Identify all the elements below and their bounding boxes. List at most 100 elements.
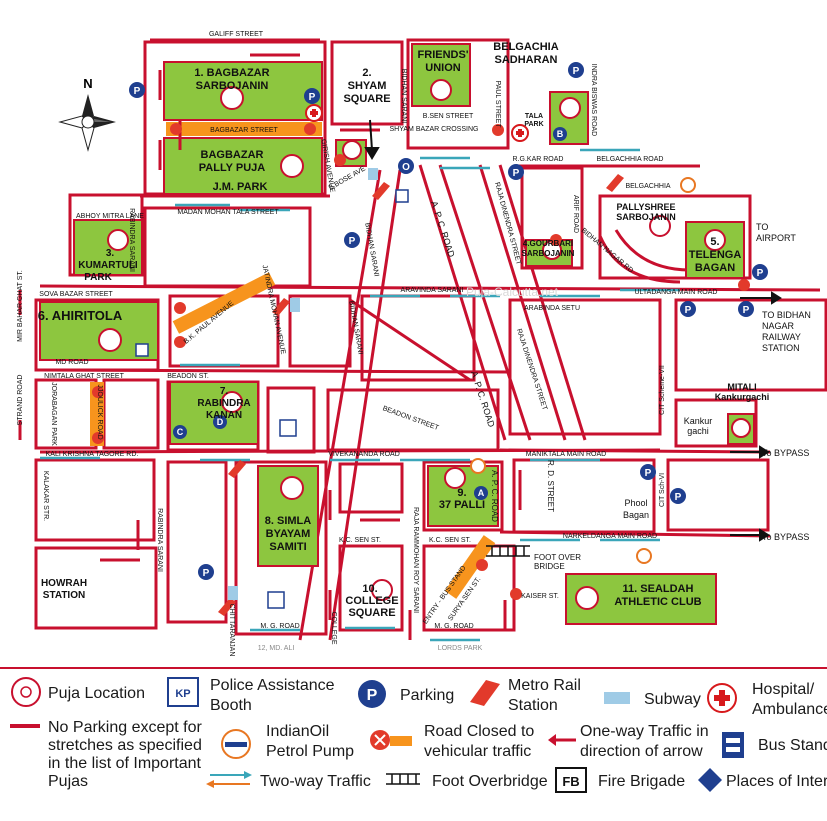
- puja-icon-simla: [280, 476, 304, 500]
- kankurgachi-line2: gachi: [687, 426, 709, 436]
- street-belgachhia: BELGACHHIA: [625, 183, 670, 190]
- puja-icon-sealdah: [575, 586, 599, 610]
- tala-park-line2: PARK: [524, 121, 543, 128]
- puja-4-line2: SARBOJANIN: [522, 249, 575, 258]
- puja-3-line1: 3.: [106, 248, 115, 259]
- puja-10-line2: COLLEGE: [345, 595, 398, 607]
- foot-over-line2: BRIDGE: [534, 562, 565, 571]
- street-abhoy-mitra: ABHOY MITRA LANE: [76, 213, 144, 220]
- street-cit-6: CIT Sch-VI: [659, 473, 666, 507]
- legend-label-hospital-1: Hospital/: [752, 681, 815, 698]
- mitali-line2: Kankurgachi: [715, 392, 770, 402]
- phool-bagan-line1: Phool: [624, 498, 647, 508]
- shyambazar-crossing: SHYAM BAZAR CROSSING: [390, 126, 479, 133]
- puja-7-line1: 7.: [220, 386, 229, 397]
- legend-label-subway: Subway: [644, 691, 701, 708]
- compass-north: N: [83, 76, 92, 91]
- howrah-line2: STATION: [43, 590, 85, 601]
- fb-badge: FB: [562, 774, 579, 789]
- street-arabinda-setu: ARABINDA SETU: [524, 305, 580, 312]
- puja-8-line2: BYAYAM: [266, 528, 311, 540]
- legend-places: Places of Interest: [698, 768, 827, 792]
- parking-label: P: [309, 92, 316, 103]
- legend-label-oneway-2: direction of arrow: [580, 743, 703, 760]
- legend-label-police-2: Booth: [210, 697, 252, 714]
- puja-5-line1: 5.: [710, 236, 719, 248]
- street-md-ali: 12, MD. ALI: [258, 645, 295, 652]
- parking-label: P: [573, 66, 580, 77]
- street-chittaranjan: CHITTARANJAN: [228, 604, 235, 657]
- puja-1-line2: SARBOJANIN: [196, 80, 269, 92]
- metro-markers: [218, 174, 624, 616]
- street-strand: STRAND ROAD: [17, 375, 24, 426]
- puja-2-line3: SQUARE: [343, 93, 390, 105]
- street-cit-7: CIT Scheme-VII: [659, 365, 666, 415]
- street-manikatala: MANIKTALA MAIN ROAD: [526, 451, 606, 458]
- two-way-arrows: [40, 148, 680, 642]
- street-raja-rammohan: RAJA RAMMOHAN ROY SARANI: [412, 507, 419, 613]
- puja-icon-kumartuli: [107, 229, 129, 251]
- to-bidhan-line3: RAILWAY: [762, 332, 801, 342]
- street-college: COLLEGE: [330, 611, 337, 644]
- puja-4-line1: 4.GOURBARI: [523, 239, 573, 248]
- street-narkeldanga: NARKELDANGA MAIN ROAD: [563, 533, 657, 540]
- puja-icon-telenga: [704, 229, 726, 251]
- puja-3-line3: PARK: [84, 272, 112, 283]
- legend-label-closed-1: Road Closed to: [424, 723, 534, 740]
- legend-hospital: Hospital/ Ambulance: [707, 681, 827, 718]
- foot-over-line1: FOOT OVER: [534, 553, 581, 562]
- street-mir-bahar: MIR BAHAR GHAT ST.: [17, 270, 24, 342]
- police-booth-icon: [167, 677, 199, 707]
- puja-icon-mitali: [731, 418, 751, 438]
- legend-road-closed: Road Closed to vehicular traffic: [370, 723, 534, 760]
- street-rd: R. D. STREET: [546, 460, 555, 512]
- howrah-line1: HOWRAH: [41, 578, 87, 589]
- puja-1b-line2: PALLY PUJA: [199, 162, 265, 174]
- puja-5-line2: TELENGA: [689, 249, 742, 261]
- watermark: Puja-Calcutta.net: [466, 285, 559, 299]
- street-kc-sen-1: K.C. SEN ST.: [339, 537, 381, 544]
- puja-2-line1: 2.: [362, 67, 371, 79]
- puja-icon-shyam-square: [342, 140, 362, 160]
- legend-label-puja: Puja Location: [48, 685, 145, 702]
- puja-7-line3: KANAN: [206, 410, 242, 421]
- street-mg-road-2: M. G. ROAD: [434, 623, 473, 630]
- parking-badge: P: [367, 687, 378, 704]
- legend-label-fire: Fire Brigade: [598, 773, 685, 790]
- puja-icon-37-palli: [444, 467, 466, 489]
- street-rabindra-1: RABINDRA SARANI: [128, 208, 135, 272]
- legend-label-metro-1: Metro Rail: [508, 677, 581, 694]
- puja-map: P P P P P P P P P P P O A B C D N 1. BAG…: [17, 31, 827, 657]
- street-bagbazar: BAGBAZAR STREET: [210, 127, 278, 134]
- legend-label-petrol-1: IndianOil: [266, 723, 329, 740]
- places-of-interest-icon: [698, 768, 722, 792]
- legend-fire-brigade: FB Fire Brigade: [555, 767, 685, 793]
- to-bypass-1: To BYPASS: [762, 448, 809, 458]
- puja-icon-belgachia: [559, 97, 581, 119]
- parking-label: P: [134, 86, 141, 97]
- to-bidhan-line2: NAGAR: [762, 321, 795, 331]
- police-booths: [135, 189, 409, 609]
- road-closed-strips: [90, 122, 496, 599]
- legend-label-petrol-2: Petrol Pump: [266, 743, 354, 760]
- to-airport-line2: AIRPORT: [756, 233, 796, 243]
- exit-arrows: [364, 119, 782, 542]
- place-a-label: A: [478, 488, 485, 498]
- puja-10-line3: SQUARE: [348, 607, 395, 619]
- street-galiff: GALIFF STREET: [209, 31, 264, 38]
- legend-no-parking: No Parking except for stretches as speci…: [10, 719, 203, 790]
- legend-label-hospital-2: Ambulance: [752, 701, 827, 718]
- puja-icon-college-sq: [371, 579, 393, 601]
- puja-1b-line1: BAGBAZAR: [201, 149, 264, 161]
- legend-label-noparking-4: Pujas: [48, 773, 88, 790]
- compass-icon: [58, 94, 116, 152]
- phool-bagan-line2: Bagan: [623, 510, 649, 520]
- legend-police: KP Police Assistance Booth: [167, 677, 335, 714]
- major-roads: [39, 38, 821, 641]
- mitali-line1: MITALI: [727, 382, 756, 392]
- street-kalakar: KALAKAR STR.: [42, 471, 49, 521]
- street-rg-kar: R.G.KAR ROAD: [513, 156, 564, 163]
- parking-icon: [358, 680, 386, 708]
- pallyshree-line2: SARBOJANIN: [616, 212, 676, 222]
- subway-markers: [228, 168, 378, 600]
